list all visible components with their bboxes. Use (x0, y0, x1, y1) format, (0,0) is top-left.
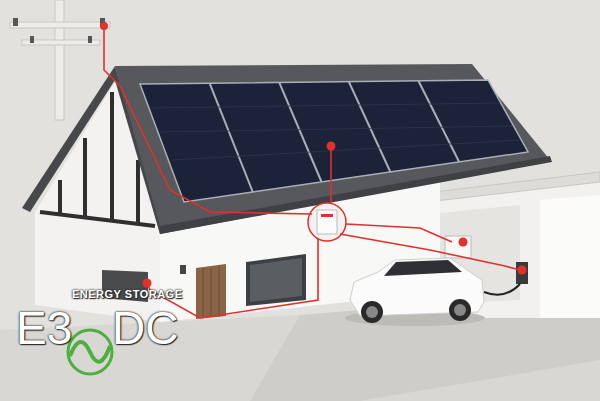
wallbox (516, 262, 528, 284)
logo-symbol (68, 330, 112, 374)
house (22, 64, 552, 322)
power-wires (104, 26, 520, 318)
storage-unit (308, 203, 346, 241)
wire-dots (100, 22, 527, 288)
electric-car (345, 258, 520, 326)
window (246, 254, 306, 306)
lamp (180, 265, 186, 274)
door (196, 264, 226, 319)
logo-text: DC (112, 305, 178, 351)
logo-text: E3 (16, 305, 72, 351)
solar-panels (140, 80, 528, 202)
logo-tagline: ENERGY STORAGE (72, 289, 183, 300)
charging-cable (484, 284, 520, 295)
